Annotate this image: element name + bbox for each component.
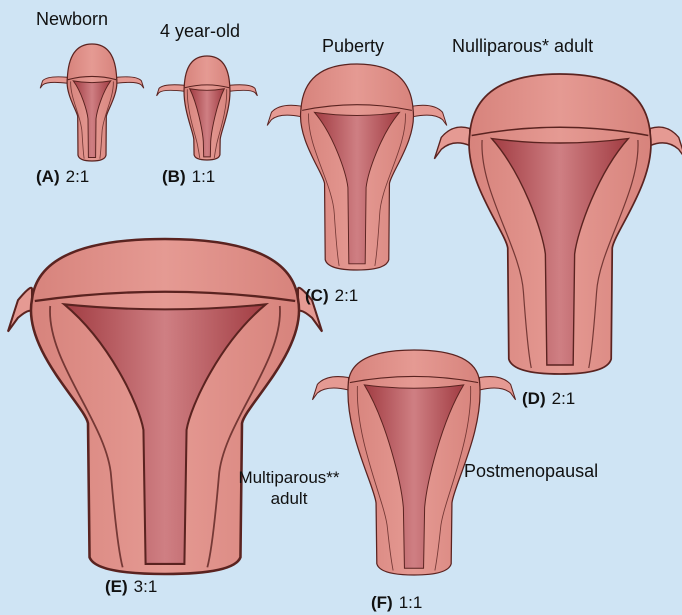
- title-nulliparous-adult: Nulliparous* adult: [452, 37, 593, 55]
- ratio-d: 2:1: [552, 389, 576, 408]
- uterus-e: [8, 239, 322, 574]
- caption-c: (C) 2:1: [305, 287, 358, 304]
- title-multiparous-adult: Multiparous** adult: [224, 467, 354, 510]
- caption-f: (F) 1:1: [371, 594, 422, 611]
- letter-b: (B): [162, 167, 186, 186]
- uterus-a: [40, 44, 144, 161]
- fallopian-tube-left-d: [434, 127, 469, 159]
- fallopian-tube-right-a: [117, 77, 144, 88]
- fallopian-tube-left-e: [8, 288, 32, 332]
- fallopian-tube-right-c: [413, 105, 447, 125]
- fallopian-tube-right-d: [650, 127, 682, 159]
- caption-d: (D) 2:1: [522, 390, 575, 407]
- letter-d: (D): [522, 389, 546, 408]
- ratio-a: 2:1: [66, 167, 90, 186]
- title-multiparous-line2: adult: [224, 488, 354, 509]
- fallopian-tube-left-a: [40, 77, 67, 88]
- title-multiparous-line1: Multiparous**: [224, 467, 354, 488]
- caption-e: (E) 3:1: [105, 578, 157, 595]
- uterus-b: [157, 56, 258, 160]
- ratio-c: 2:1: [335, 286, 359, 305]
- fallopian-tube-left-c: [267, 105, 301, 125]
- uterus-d: [434, 74, 682, 374]
- title-puberty: Puberty: [322, 37, 384, 55]
- caption-a: (A) 2:1: [36, 168, 89, 185]
- uterus-c: [267, 64, 447, 270]
- letter-f: (F): [371, 593, 393, 612]
- title-postmenopausal: Postmenopausal: [464, 462, 598, 480]
- fallopian-tube-left-f: [312, 377, 348, 400]
- fallopian-tube-left-b: [157, 85, 185, 96]
- letter-e: (E): [105, 577, 128, 596]
- title-newborn: Newborn: [36, 10, 108, 28]
- title-4-year-old: 4 year-old: [160, 22, 240, 40]
- ratio-e: 3:1: [134, 577, 158, 596]
- letter-a: (A): [36, 167, 60, 186]
- fallopian-tube-right-f: [480, 377, 516, 400]
- ratio-f: 1:1: [399, 593, 423, 612]
- ratio-b: 1:1: [192, 167, 216, 186]
- fallopian-tube-right-b: [230, 85, 258, 96]
- caption-b: (B) 1:1: [162, 168, 215, 185]
- letter-c: (C): [305, 286, 329, 305]
